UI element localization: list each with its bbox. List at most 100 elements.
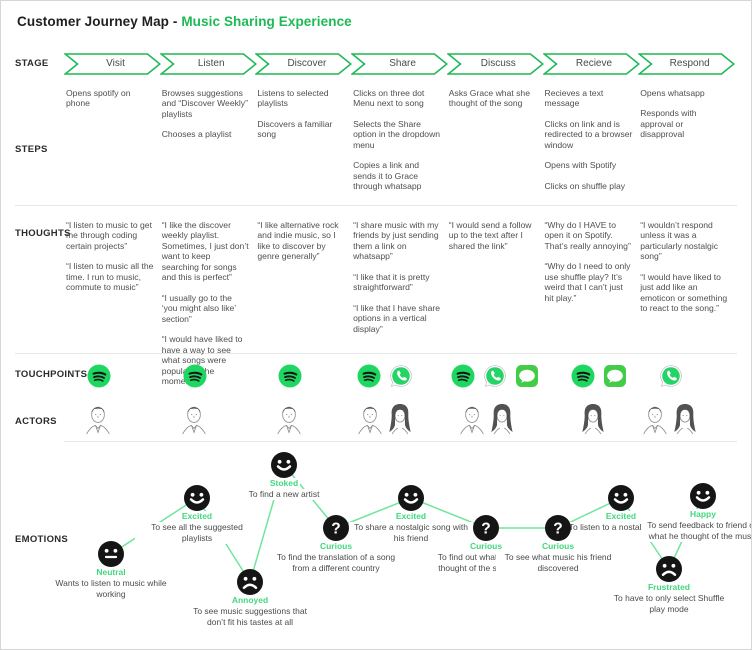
step-item: Discovers a familiar song	[257, 118, 333, 140]
section-divider-thoughts	[15, 353, 737, 354]
emotion-description: To find the translation of a song from a…	[274, 552, 398, 575]
thought-item: “I wouldn’t respond unless it was a part…	[640, 220, 719, 262]
stage-chevron-shape	[159, 53, 257, 75]
spotify-icon	[278, 364, 302, 388]
emotion-label: Curious To find out what his friend thou…	[424, 541, 548, 575]
stage-label: Recieve	[575, 58, 613, 69]
emotion-name: Excited	[603, 511, 639, 523]
row-label-thoughts: THOUGHTS	[15, 228, 71, 239]
man-icon	[460, 406, 484, 435]
thought-item: “I like the discover weekly playlist. So…	[161, 220, 249, 283]
emotion-description: To find a new artist	[246, 489, 322, 501]
actors-cell	[579, 400, 607, 437]
step-item: Chooses a playlist	[161, 129, 232, 140]
woman-icon	[674, 404, 696, 435]
steps-cell: Opens spotify on phone	[66, 88, 154, 119]
man-icon	[358, 406, 382, 435]
thoughts-cell: “Why do I HAVE to open it on Spotify. Th…	[545, 220, 633, 313]
section-divider-steps	[15, 205, 737, 206]
man-icon	[643, 406, 667, 435]
emotion-name: Annoyed	[229, 595, 271, 607]
emotion-line	[668, 495, 704, 570]
step-item: Browses suggestions and “Discover Weekly…	[161, 88, 248, 119]
emotion-label: Excited To listen to a nostalgic song	[559, 511, 683, 534]
thought-item: “I like that I have share options in a v…	[353, 302, 441, 334]
thought-item: “Why do I need to only use shuffle play?…	[544, 261, 631, 303]
svg-text:?: ?	[481, 521, 490, 538]
emotion-line	[283, 464, 337, 529]
emotion-name: Curious	[467, 541, 505, 553]
touchpoints-cell	[182, 363, 208, 389]
emotion-name: Curious	[539, 541, 577, 553]
stage-arrow: Discuss	[446, 53, 544, 75]
emotion-name: Curious	[317, 541, 355, 553]
touchpoints-cell	[570, 363, 628, 389]
emotion-line	[196, 497, 251, 583]
emotion-line	[557, 497, 622, 529]
emotion-description: To share a nostalgic song with his frien…	[349, 522, 473, 545]
step-item: Clicks on three dot Menu next to song	[353, 88, 425, 109]
emotion-name: Happy	[688, 509, 718, 521]
thoughts-cell: “I share music with my friends by just s…	[353, 220, 441, 344]
emotion-name: Excited	[179, 511, 215, 523]
whatsapp-icon	[483, 365, 506, 387]
emotion-name: Frustrated	[645, 582, 693, 594]
emotion-description: To listen to a nostalgic song	[566, 522, 676, 534]
thought-item: “I would have liked to just add like an …	[640, 271, 728, 314]
actors-cell	[84, 400, 112, 437]
emotion-name: Neutral	[94, 567, 128, 579]
step-item: Opens with Spotify	[544, 160, 617, 171]
emotion-description: To see music suggestions that don’t fit …	[188, 606, 312, 629]
whatsapp-icon	[390, 365, 412, 387]
stage-chevron-shape	[64, 53, 161, 75]
emotion-face-happy	[184, 485, 210, 516]
steps-cell: Asks Grace what she thought of the song	[449, 88, 537, 119]
thoughts-cell: “I listen to music to get me through cod…	[66, 220, 154, 303]
touchpoints-cell	[450, 363, 540, 389]
row-label-actors: ACTORS	[15, 416, 57, 427]
emotion-description: To see all the suggested playlists	[135, 522, 259, 545]
touchpoints-cell	[86, 363, 112, 389]
emotion-description: To find out what his friend thought of t…	[424, 552, 548, 575]
thought-item: “I share music with my friends by just s…	[353, 220, 439, 262]
stage-label: Visit	[106, 58, 125, 69]
emotion-face-curious: ?	[473, 515, 499, 546]
step-item: Recieves a text message	[544, 88, 604, 109]
actors-cell	[458, 400, 516, 437]
touchpoints-cell	[277, 363, 303, 389]
emotion-label: Curious To find the translation of a son…	[274, 541, 398, 575]
spotify-icon	[451, 364, 475, 388]
emotion-label: Happy To send feedback to friend on what…	[641, 509, 751, 543]
row-label-touchpoints: TOUCHPOINTS	[15, 369, 88, 380]
emotion-label: Curious To see what music his friend dis…	[496, 541, 620, 575]
emotion-face-curious: ?	[323, 515, 349, 546]
whatsapp-icon	[660, 365, 682, 387]
thoughts-cell: “I wouldn’t respond unless it was a part…	[640, 220, 728, 324]
thought-item: “Why do I HAVE to open it on Spotify. Th…	[544, 220, 631, 251]
stage-label: Share	[389, 58, 416, 69]
emotion-label: Annoyed To see music suggestions that do…	[188, 595, 312, 629]
man-icon	[86, 406, 110, 435]
emotion-face-happy	[398, 485, 424, 516]
emotion-label: Stoked To find a new artist	[222, 478, 346, 501]
step-item: Selects the Share option in the dropdown…	[353, 118, 441, 150]
imessage-icon	[603, 365, 626, 387]
emotion-line	[620, 497, 670, 570]
section-divider-actors	[64, 441, 737, 442]
thoughts-cell: “I like alternative rock and indie music…	[257, 220, 345, 272]
step-item: Opens whatsapp	[640, 88, 705, 98]
step-item: Asks Grace what she thought of the song	[448, 88, 530, 109]
woman-icon	[581, 404, 604, 435]
step-item: Copies a link and sends it to Grace thro…	[353, 160, 422, 192]
man-icon	[277, 406, 302, 435]
thought-item: “I listen to music to get me through cod…	[66, 220, 152, 251]
step-item: Opens spotify on phone	[66, 88, 131, 109]
step-item: Responds with approval or disapproval	[640, 108, 697, 140]
actors-cell	[356, 400, 414, 437]
thoughts-cell: “I would send a follow up to the text af…	[449, 220, 537, 261]
emotion-label: Excited To share a nostalgic song with h…	[349, 511, 473, 545]
actors-cell	[180, 400, 208, 437]
emotion-face-neutral	[98, 541, 124, 572]
actors-cell	[275, 400, 303, 437]
emotion-label: Frustrated To have to only select Shuffl…	[607, 582, 731, 616]
